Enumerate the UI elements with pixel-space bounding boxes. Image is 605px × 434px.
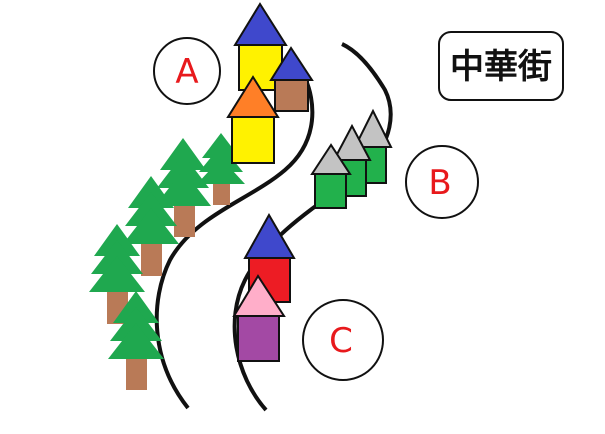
house-icon: [232, 274, 286, 362]
tree-icon: [123, 176, 179, 276]
house-icon: [226, 75, 280, 164]
house-icon: [269, 46, 314, 112]
tree-icon: [155, 138, 211, 237]
chinatown-sign-text: 中華街: [450, 47, 552, 87]
house-group-a: [226, 2, 314, 164]
region-label-c-text: C: [329, 321, 353, 361]
chinatown-sign: 中華街: [438, 31, 564, 101]
tree-icon: [197, 133, 245, 205]
region-label-a-text: A: [175, 52, 198, 92]
tree-group: [89, 133, 245, 390]
house-group-c: [232, 212, 296, 362]
tree-icon: [108, 291, 164, 390]
region-label-b-text: B: [428, 163, 451, 203]
house-icon: [310, 143, 352, 209]
left-road-edge: [154, 77, 315, 410]
region-label-c: C: [302, 299, 384, 381]
house-group-b: [310, 108, 393, 209]
region-label-a: A: [153, 37, 221, 105]
house-icon: [332, 123, 372, 197]
region-label-b: B: [405, 145, 479, 219]
